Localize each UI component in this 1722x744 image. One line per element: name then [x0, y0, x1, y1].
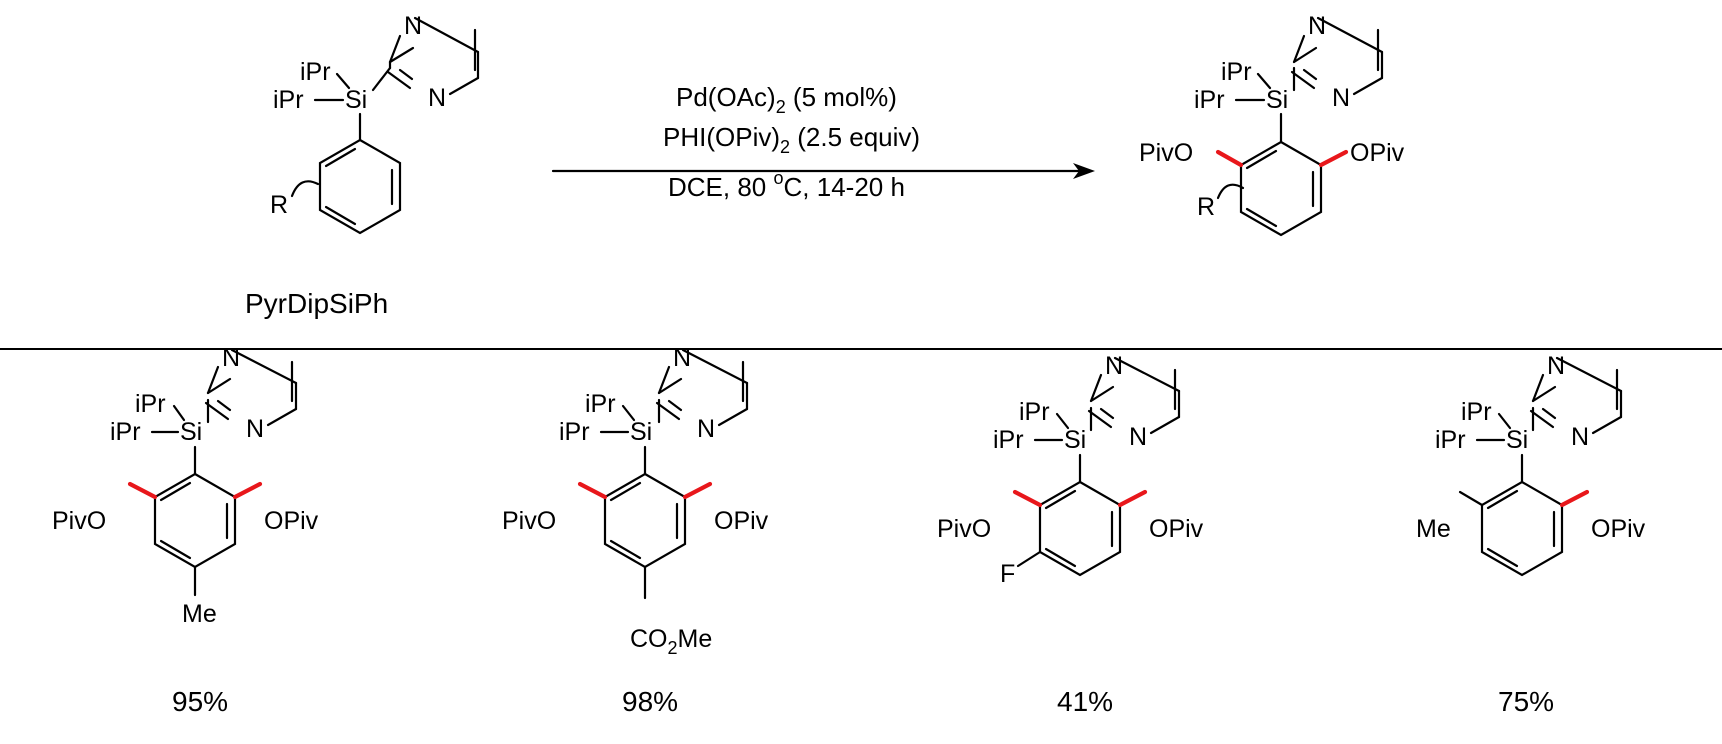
n-atom-bottom: N — [246, 415, 264, 443]
ipr-label-left: iPr — [1194, 86, 1225, 114]
pyrimidine-ring — [386, 16, 480, 96]
co2me-substituent: CO2Me — [630, 625, 712, 658]
f-substituent: F — [1000, 560, 1015, 588]
n-atom-top: N — [222, 344, 240, 372]
opiv-right: OPiv — [1350, 139, 1405, 167]
opiv-right: OPiv — [264, 507, 319, 535]
n-atom-bottom: N — [1129, 423, 1147, 451]
me-substituent: Me — [1416, 515, 1451, 543]
yield-product-3: 41% — [1057, 686, 1113, 717]
opiv-left: PivO — [1139, 139, 1193, 167]
opiv-left: PivO — [52, 507, 106, 535]
opiv-right: OPiv — [1149, 515, 1204, 543]
ipr-label-upper: iPr — [300, 58, 331, 86]
reactant-structure: N N iPr iPr Si R PyrDipSiPh — [245, 12, 480, 319]
ipr-label-upper: iPr — [135, 390, 166, 418]
yield-product-1: 95% — [172, 686, 228, 717]
arrow-head — [1073, 163, 1095, 179]
ipr-label-upper: iPr — [585, 390, 616, 418]
n-atom-top: N — [1308, 12, 1326, 40]
product-4-structure: N N iPr iPr Si Me OPiv 75% — [1416, 352, 1646, 717]
yield-product-4: 75% — [1498, 686, 1554, 717]
me-substituent: Me — [182, 600, 217, 628]
condition-catalyst: Pd(OAc)2 (5 mol%) — [676, 82, 897, 117]
ipr-label-upper: iPr — [1019, 398, 1050, 426]
r-substituent: R — [270, 191, 288, 219]
r-substituent: R — [1197, 193, 1215, 221]
opiv-left: PivO — [937, 515, 991, 543]
ipr-label-upper: iPr — [1221, 58, 1252, 86]
si-atom: Si — [180, 418, 202, 446]
opiv-left: PivO — [502, 507, 556, 535]
product-3-structure: N N iPr iPr Si PivO OPiv F 41% — [937, 352, 1204, 717]
product-general-structure: N N iPr iPr Si PivO OPiv R — [1139, 12, 1405, 237]
phenyl-ring — [318, 138, 402, 235]
opiv-right: OPiv — [714, 507, 769, 535]
si-atom: Si — [1506, 426, 1528, 454]
n-atom-top: N — [1105, 352, 1123, 380]
ipr-label-left: iPr — [559, 418, 590, 446]
n-atom-top: N — [404, 12, 422, 40]
si-atom: Si — [630, 418, 652, 446]
ipr-label-upper: iPr — [1461, 398, 1492, 426]
n-atom-bottom: N — [697, 415, 715, 443]
ipr-label-left: iPr — [993, 426, 1024, 454]
ipr-label-left: iPr — [1435, 426, 1466, 454]
opiv-right: OPiv — [1591, 515, 1646, 543]
product-1-structure: N N iPr iPr Si PivO OPiv Me 95% — [52, 344, 319, 717]
n-atom-top: N — [1547, 352, 1565, 380]
condition-solvent-temp: DCE, 80 oC, 14-20 h — [668, 168, 905, 202]
ipr-label-left: iPr — [273, 86, 304, 114]
n-atom-bottom: N — [1332, 84, 1350, 112]
si-atom: Si — [1064, 426, 1086, 454]
reactant-name: PyrDipSiPh — [245, 288, 388, 319]
yield-product-2: 98% — [622, 686, 678, 717]
si-atom: Si — [1266, 86, 1288, 114]
n-atom-bottom: N — [428, 84, 446, 112]
n-atom-bottom: N — [1571, 423, 1589, 451]
condition-oxidant: PHI(OPiv)2 (2.5 equiv) — [663, 122, 920, 157]
si-atom: Si — [345, 86, 367, 114]
ipr-label-left: iPr — [110, 418, 141, 446]
product-2-structure: N N iPr iPr Si PivO OPiv CO2Me 98% — [502, 344, 769, 717]
reaction-conditions: Pd(OAc)2 (5 mol%) PHI(OPiv)2 (2.5 equiv)… — [551, 82, 1095, 202]
n-atom-top: N — [673, 344, 691, 372]
